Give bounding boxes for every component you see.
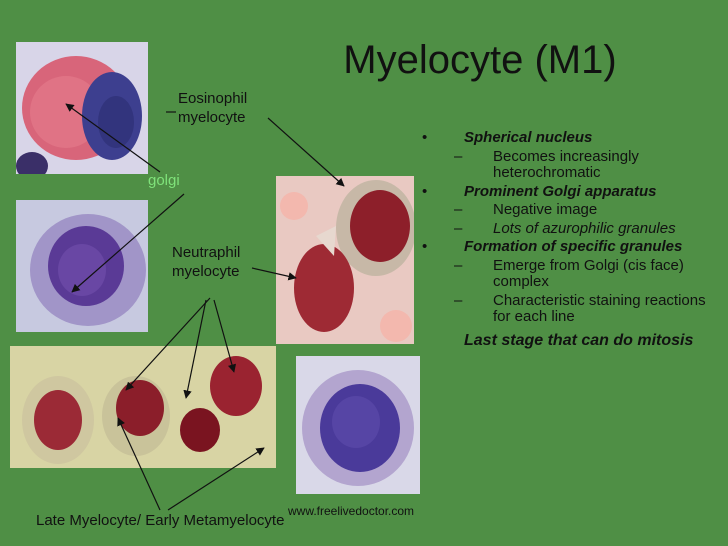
sub-bullet-item: – Negative image [418, 201, 718, 219]
sub-bullet-item: – Becomes increasingly heterochromatic [418, 147, 718, 182]
credit-text: www.freelivedoctor.com [288, 504, 415, 518]
dash-glyph: – [454, 219, 463, 237]
neutrophil-label-line2: myelocyte [172, 262, 240, 280]
bullet-text: Formation of specific granules [464, 238, 683, 255]
late-myelocyte-micrograph [10, 346, 276, 468]
eosinophil-label: Eosinophil myelocyte [178, 90, 247, 128]
sub-bullet-item: – Characteristic staining reactions for e… [418, 291, 718, 326]
sub-bullet-item: – Lots of azurophilic granules [418, 219, 718, 238]
sub-bullet-item: – Emerge from Golgi (cis face) complex [418, 256, 718, 291]
bullet-item: • Prominent Golgi apparatus [418, 182, 718, 201]
dash-glyph: – [454, 201, 463, 218]
slide-title: Myelocyte (M1) [343, 38, 617, 82]
dash-glyph: – [454, 147, 463, 165]
sub-bullet-text: Becomes increasingly heterochromatic [493, 147, 639, 181]
bullet-glyph: • [422, 182, 428, 200]
eosinophil-label-line1: Eosinophil [178, 90, 248, 107]
bullet-text: Prominent Golgi apparatus [464, 182, 657, 200]
myelocyte-micrograph [296, 356, 420, 494]
eosinophil-micrograph [16, 42, 148, 174]
bullet-glyph: • [422, 129, 428, 146]
bullet-list: • Spherical nucleus – Becomes increasingly… [418, 129, 718, 349]
bullet-text: Spherical nucleus [464, 129, 593, 146]
dash-glyph: – [454, 256, 463, 274]
eosinophil-label-line2: myelocyte [178, 108, 246, 126]
conclusion-text: Last stage that can do mitosis [464, 331, 694, 349]
dash-glyph: – [454, 291, 463, 309]
sub-bullet-text: Characteristic staining reactions for ea… [493, 291, 706, 325]
late-myelocyte-label: Late Myelocyte/ Early Metamyelocyte [36, 512, 285, 529]
sub-bullet-text: Emerge from Golgi (cis face) complex [493, 256, 684, 290]
bullet-item: • Spherical nucleus [418, 129, 718, 147]
golgi-label: golgi [148, 172, 180, 189]
neutrophil-label-line1: Neutraphil [172, 244, 241, 261]
sub-bullet-text: Lots of azurophilic granules [493, 219, 676, 237]
sub-bullet-text: Negative image [493, 201, 598, 218]
bullet-glyph: • [422, 238, 428, 255]
neutrophil-label: Neutraphil myelocyte [172, 244, 240, 282]
eosinophil-field-micrograph [276, 176, 414, 344]
neutrophil-micrograph [16, 200, 148, 332]
bullet-item: • Formation of specific granules [418, 238, 718, 256]
